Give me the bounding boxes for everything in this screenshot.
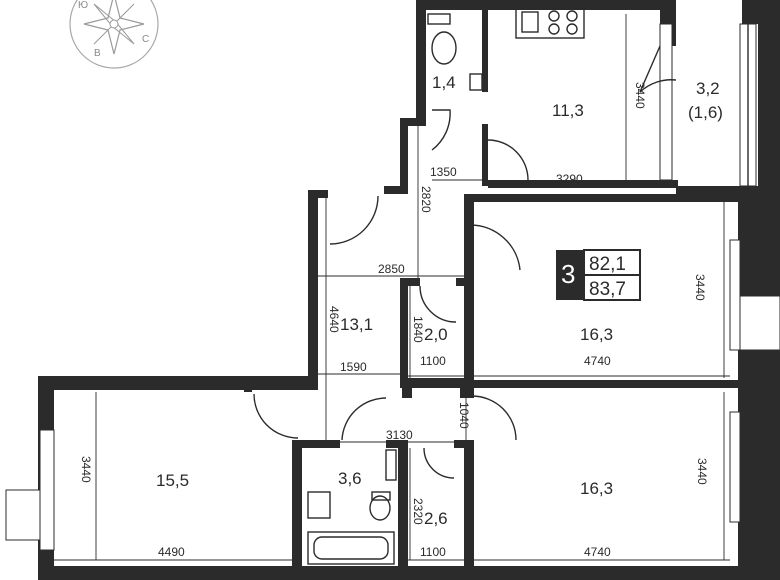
compass-label-south: Ю <box>78 0 88 11</box>
badge-rooms: 3 <box>561 259 575 289</box>
compass-rose-icon: Ю В С <box>69 0 159 69</box>
dimension-labels: 1350 3440 3290 2820 2850 3440 4640 1840 … <box>79 82 709 559</box>
dim-1350: 1350 <box>430 165 457 179</box>
room-area-bathroom: 3,6 <box>338 469 362 488</box>
badge-area-total: 83,7 <box>589 279 626 300</box>
dim-1100-bottom: 1100 <box>420 545 446 559</box>
dim-2820: 2820 <box>419 186 433 213</box>
dim-4740-bottom: 4740 <box>584 545 611 559</box>
dim-4640: 4640 <box>327 306 341 333</box>
dim-3440-left: 3440 <box>79 456 93 483</box>
fixtures <box>307 7 585 565</box>
sink-icon <box>469 73 483 91</box>
room-area-bedroom-left: 15,5 <box>156 471 189 490</box>
dim-3440-kitchen: 3440 <box>633 82 647 109</box>
compass-label-north: С <box>142 34 149 45</box>
dim-4740-top: 4740 <box>584 354 611 368</box>
room-area-balcony: 3,2 <box>696 79 720 98</box>
room-labels: 1,4 11,3 3,2 (1,6) 13,1 2,0 16,3 15,5 3,… <box>156 73 723 528</box>
doors <box>253 45 677 479</box>
walls <box>38 0 780 580</box>
area-badge: 3 82,1 83,7 <box>556 249 641 301</box>
dim-3290: 3290 <box>556 172 583 186</box>
room-area-hall: 13,1 <box>340 315 373 334</box>
dimension-lines <box>54 14 730 561</box>
dim-2850: 2850 <box>378 262 405 276</box>
room-area-kitchen: 11,3 <box>552 101 584 120</box>
dim-3440-bedroom-bottom: 3440 <box>695 458 709 485</box>
washbasin-icon <box>307 491 331 519</box>
compass-label-east: В <box>94 48 101 59</box>
room-area-balcony-reduced: (1,6) <box>688 103 723 122</box>
room-area-wc: 1,4 <box>432 73 456 92</box>
dim-4490: 4490 <box>158 545 185 559</box>
dim-1840: 1840 <box>411 316 425 343</box>
dim-2320: 2320 <box>411 498 425 525</box>
badge-area-living: 82,1 <box>589 254 626 275</box>
windows <box>5 23 780 551</box>
dim-3130: 3130 <box>386 428 413 442</box>
toilet-icon <box>369 491 391 521</box>
room-area-closet: 2,0 <box>424 325 448 344</box>
bathtub-icon <box>307 531 395 565</box>
dim-1590: 1590 <box>340 360 367 374</box>
dim-1040: 1040 <box>457 402 471 429</box>
room-area-storage: 2,6 <box>424 509 448 528</box>
dim-1100-top: 1100 <box>420 354 446 368</box>
dim-3440-bedroom-top: 3440 <box>693 274 707 301</box>
room-area-bedroom-bottom: 16,3 <box>580 479 613 498</box>
stove-icon <box>515 7 585 39</box>
room-area-bedroom-top: 16,3 <box>580 325 613 344</box>
